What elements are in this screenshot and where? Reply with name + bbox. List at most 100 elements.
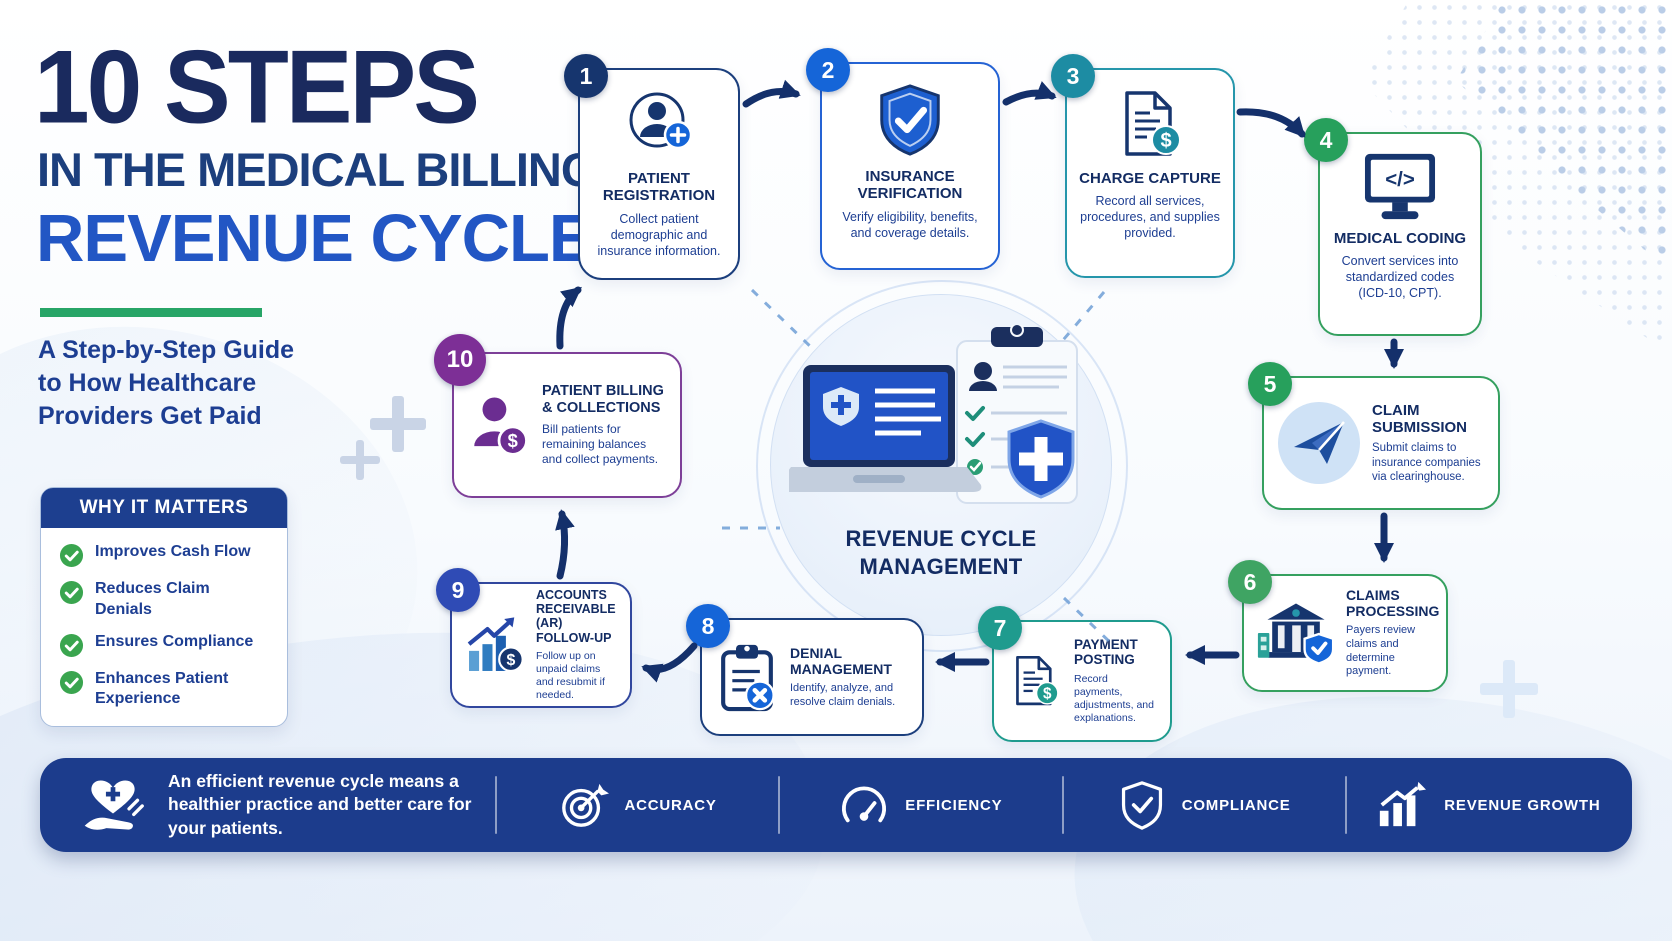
step-description: Record payments, adjustments, and explan…: [1074, 672, 1154, 725]
footer-divider: [778, 776, 781, 834]
footer-divider: [1344, 776, 1347, 834]
main-title-line1: 10 STEPS: [34, 29, 480, 146]
step-number-badge: 1: [564, 54, 608, 98]
step-description: Identify, analyze, and resolve claim den…: [790, 681, 896, 708]
paper-plane-icon: [1278, 402, 1360, 484]
step-card-charge-capture: 3 $ CHARGE CAPTURE Record all services, …: [1051, 54, 1235, 278]
step-title: CLAIM SUBMISSION: [1372, 401, 1468, 436]
step-title: PAYMENT POSTING: [1074, 636, 1138, 668]
step-number-badge: 10: [434, 334, 486, 386]
check-circle-icon: [59, 633, 84, 657]
arrow-step2-to-step3: [1002, 81, 1057, 106]
plus-decor: [1480, 660, 1538, 718]
step-description: Convert services into standardized codes…: [1341, 254, 1459, 301]
monitor-code-icon: </>: [1364, 153, 1436, 220]
svg-text:$: $: [1160, 130, 1171, 152]
arrow-step3-to-step4: [1236, 108, 1306, 138]
shield-check-icon: [880, 84, 940, 156]
step-card-patient-registration: 1 PATIENT REGISTRATION Collect patient d…: [564, 54, 740, 280]
step-description: Record all services, procedures, and sup…: [1080, 194, 1220, 241]
footer-badge-efficiency: EFFICIENCY: [802, 782, 1039, 828]
step-number-badge: 9: [436, 568, 480, 612]
subtitle: A Step-by-Step Guide to How Healthcare P…: [38, 336, 295, 430]
why-item-label: Reduces Claim Denials: [95, 580, 210, 618]
step-title: INSURANCE VERIFICATION: [857, 168, 963, 203]
step-title: DENIAL MANAGEMENT: [790, 644, 892, 677]
shield-cross-graphic: [1007, 419, 1075, 499]
step-card-payment-posting: 7 $ PAYMENT POSTING Record payments, adj…: [978, 606, 1172, 742]
center-hub: REVENUE CYCLE MANAGEMENT: [770, 294, 1112, 636]
step-card-ar-follow-up: 9 $ ACCOUNTS RECEIVABLE (AR) FOLLOW-UP F…: [436, 568, 632, 708]
check-circle-icon: [59, 580, 84, 605]
chart-dollar-icon: $: [467, 617, 524, 673]
footer-bar: An efficient revenue cycle means a healt…: [40, 758, 1632, 852]
step-description: Bill patients for remaining balances and…: [542, 421, 659, 466]
svg-text:$: $: [506, 652, 515, 669]
step-number-badge: 6: [1228, 560, 1272, 604]
step-description: Collect patient demographic and insuranc…: [597, 211, 721, 258]
plus-decor: [370, 396, 426, 452]
bank-building-icon: [1257, 603, 1335, 665]
svg-text:$: $: [508, 430, 518, 451]
why-item-label: Improves Cash Flow: [95, 543, 251, 560]
arrow-step9-to-step10: [555, 509, 575, 580]
center-label: REVENUE CYCLE MANAGEMENT: [771, 525, 1111, 580]
check-circle-icon: [59, 670, 84, 694]
footer-badge-accuracy: ACCURACY: [519, 780, 756, 830]
why-item: Ensures Compliance: [59, 632, 271, 658]
plus-decor: [340, 440, 380, 480]
step-number-badge: 4: [1304, 118, 1348, 162]
person-add-icon: [629, 92, 693, 150]
step-number-badge: 5: [1248, 362, 1292, 406]
green-underline: [40, 308, 262, 317]
why-item: Improves Cash Flow: [59, 542, 271, 568]
footer-badge-revenue-growth: REVENUE GROWTH: [1369, 780, 1606, 830]
document-dollar-icon: $: [1016, 656, 1059, 706]
step-card-patient-billing-collections: 10 $ PATIENT BILLING & COLLECTIONS Bill …: [434, 334, 682, 498]
main-title-line2: IN THE MEDICAL BILLING: [37, 143, 597, 196]
step-description: Submit claims to insurance companies via…: [1372, 442, 1481, 483]
shield-outline-icon: [1121, 781, 1162, 830]
clipboard-x-icon: [721, 644, 775, 712]
why-item: Reduces Claim Denials: [59, 579, 271, 621]
footer-divider: [495, 776, 497, 834]
footer-badge-label: EFFICIENCY: [905, 796, 1003, 814]
footer-badge-label: ACCURACY: [624, 796, 717, 814]
step-card-claims-processing: 6 CLAIMS PROCESSING Payers review claims…: [1228, 560, 1448, 692]
laptop-clipboard-shield-illustration: [789, 325, 1078, 504]
step-number-badge: 3: [1051, 54, 1095, 98]
footer-badge-compliance: COMPLIANCE: [1086, 779, 1323, 831]
svg-text:$: $: [1043, 686, 1052, 703]
center-outer-ring: [756, 280, 1128, 652]
document-dollar-icon: $: [1125, 91, 1181, 156]
step-title: PATIENT BILLING & COLLECTIONS: [542, 383, 664, 416]
center-label-line1: REVENUE CYCLE: [845, 526, 1037, 551]
why-item: Enhances Patient Experience: [59, 669, 271, 711]
footer-divider: [1061, 776, 1064, 834]
center-label-line2: MANAGEMENT: [859, 553, 1023, 579]
why-it-matters-heading: WHY IT MATTERS: [41, 488, 287, 528]
step-title: ACCOUNTS RECEIVABLE (AR) FOLLOW-UP: [536, 587, 616, 645]
check-circle-icon: [59, 543, 84, 568]
step-card-medical-coding: 4 </> MEDICAL CODING Convert services in…: [1304, 118, 1482, 336]
heart-hand-icon: [84, 780, 144, 830]
svg-text:</>: </>: [1385, 169, 1415, 191]
step-title: CHARGE CAPTURE: [1079, 170, 1221, 187]
step-title: PATIENT REGISTRATION: [602, 170, 716, 205]
footer-message: An efficient revenue cycle means a healt…: [168, 771, 472, 838]
step-title: MEDICAL CODING: [1333, 230, 1467, 247]
step-card-denial-management: 8 DENIAL MANAGEMENT Identify, analyze, a…: [686, 604, 924, 736]
footer-badge-label: REVENUE GROWTH: [1444, 796, 1601, 814]
why-item-label: Ensures Compliance: [95, 632, 254, 650]
step-description: Verify eligibility, benefits, and covera…: [842, 209, 978, 240]
step-number-badge: 7: [978, 606, 1022, 650]
step-number-badge: 8: [686, 604, 730, 648]
step-number-badge: 2: [806, 48, 850, 92]
footer-badge-label: COMPLIANCE: [1181, 796, 1291, 814]
gauge-icon: [842, 786, 887, 823]
person-dollar-icon: $: [474, 397, 528, 456]
arrow-step8-to-step9: [641, 642, 698, 683]
laptop-graphic: [789, 365, 982, 492]
step-description: Payers review claims and determine payme…: [1346, 624, 1416, 678]
